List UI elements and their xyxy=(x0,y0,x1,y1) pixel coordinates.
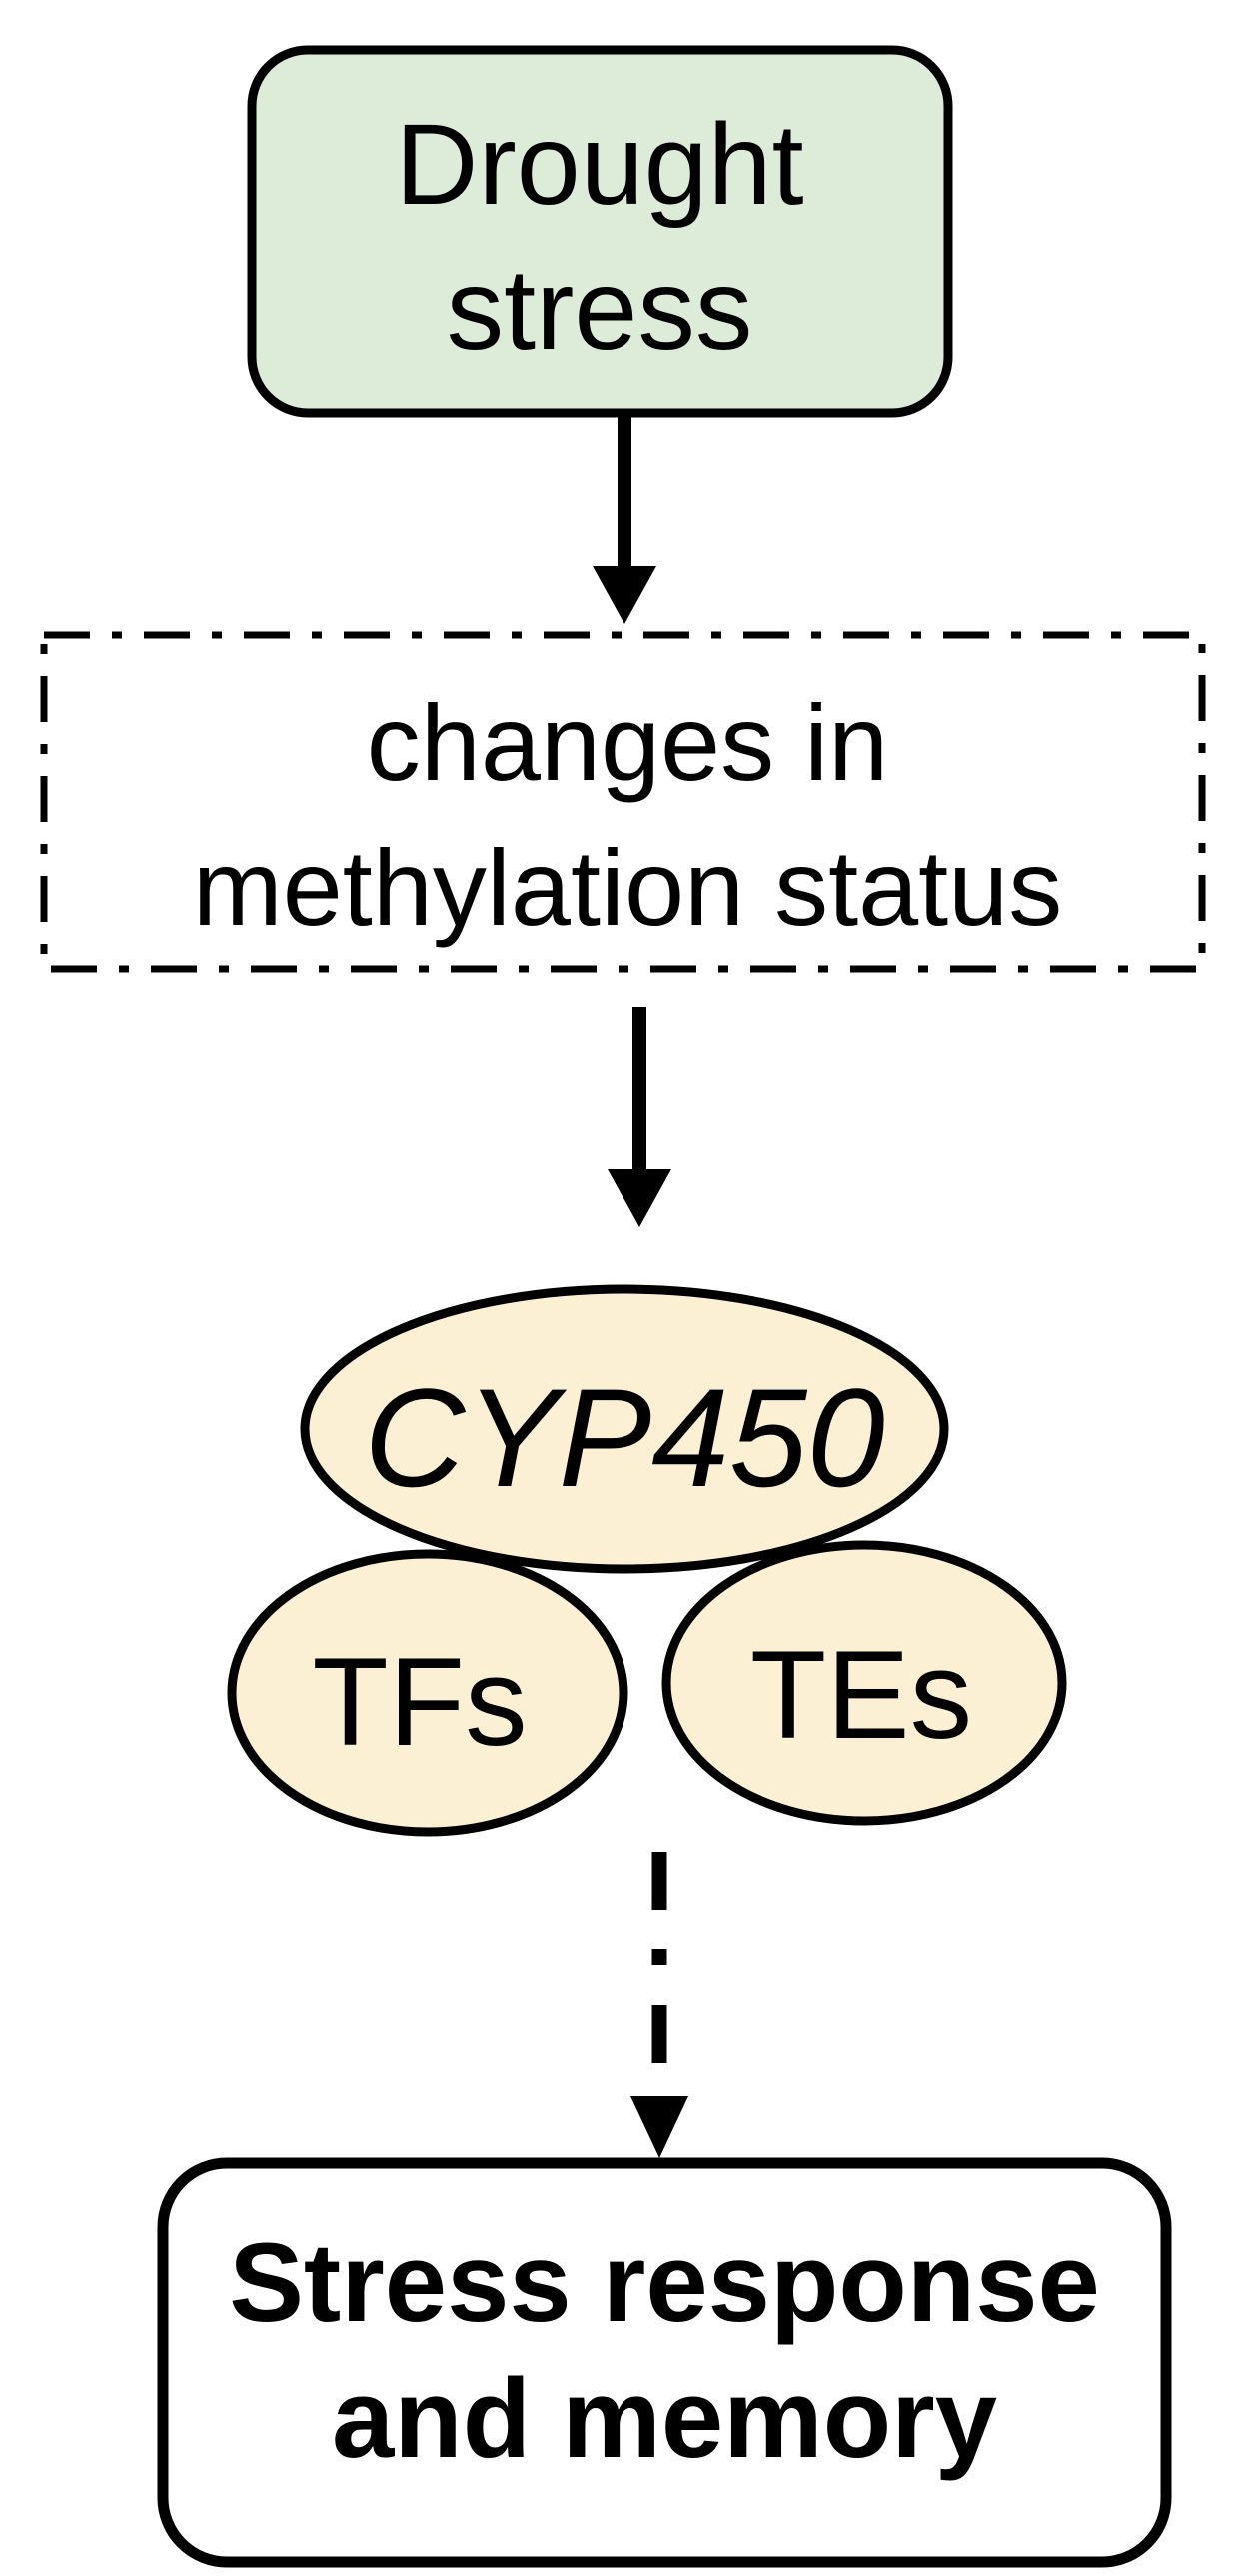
methylation-box xyxy=(40,631,1206,973)
tes-ellipse xyxy=(661,1540,1067,1826)
methylation-label-line2: methylation status xyxy=(193,827,1062,948)
stress-response-label-line1: Stress response xyxy=(229,2220,1100,2345)
drought-stress-box xyxy=(247,45,953,418)
stress-response-label-line2: and memory xyxy=(332,2356,997,2481)
tfs-label: TFs xyxy=(312,1633,527,1772)
cyp450-ellipse xyxy=(300,1284,949,1574)
stress-response-box xyxy=(157,2157,1172,2568)
arrow-drought-to-methylation-head xyxy=(593,566,656,624)
tfs-ellipse xyxy=(227,1549,628,1837)
cyp450-label: CYP450 xyxy=(364,1359,884,1516)
arrow-genes-to-response-head xyxy=(630,2096,688,2158)
arrow-methylation-to-cyp450-head xyxy=(608,1169,671,1227)
methylation-label-line1: changes in xyxy=(367,682,888,803)
drought-stress-label-line1: Drought xyxy=(395,101,803,229)
drought-stress-label-line2: stress xyxy=(447,246,753,374)
tes-label: TEs xyxy=(750,1626,972,1765)
